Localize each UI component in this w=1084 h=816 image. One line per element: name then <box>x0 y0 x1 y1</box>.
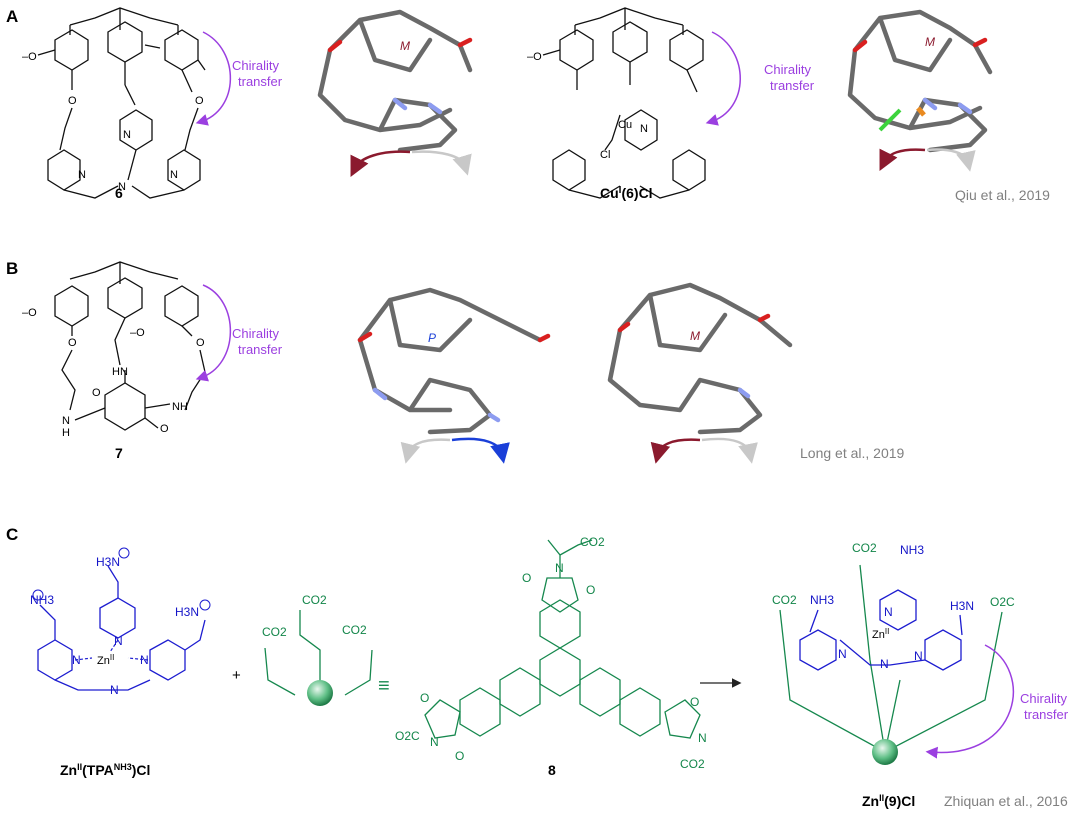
o-atom: O <box>522 571 531 585</box>
n-atom: N <box>110 683 119 697</box>
n-atom: N <box>698 731 707 745</box>
o-atom: O <box>68 337 77 349</box>
chirality-label: transfer <box>238 342 283 357</box>
h3n-label: H3N <box>96 555 120 569</box>
n-atom: N <box>914 649 923 663</box>
cu-atom: Cu <box>618 119 632 131</box>
o-atom: O <box>92 387 101 399</box>
co2-label: CO2 <box>680 757 705 771</box>
n-atom: N <box>884 605 893 619</box>
nh3-label: NH3 <box>810 593 834 607</box>
co2-label: CO2 <box>262 625 287 639</box>
n-atom: N <box>78 169 86 181</box>
zn-atom: ZnII <box>872 627 889 642</box>
structure-cu6cl: –O N Cu Cl <box>527 7 706 199</box>
chirality-label: transfer <box>238 74 283 89</box>
helix-m-label: M <box>690 329 700 343</box>
chirality-label: Chirality <box>764 62 811 77</box>
nh-atom: NH <box>172 401 188 413</box>
citation-zhiquan: Zhiquan et al., 2016 <box>944 793 1068 809</box>
panel-b-label: B <box>6 259 18 278</box>
o2c-label: O2C <box>990 595 1015 609</box>
chirality-label: Chirality <box>232 326 279 341</box>
co2-label: CO2 <box>852 541 877 555</box>
helix-m-label: M <box>400 39 410 53</box>
crystal-structure-a1: M <box>317 9 473 153</box>
compound-7-label: 7 <box>115 445 123 461</box>
n-atom: N <box>555 561 564 575</box>
compound-8-label: 8 <box>548 762 556 778</box>
o-atom: O <box>690 695 699 709</box>
n-atom: N <box>838 647 847 661</box>
methoxy-label: –O <box>130 327 145 339</box>
h3n-label: H3N <box>175 605 199 619</box>
co2-label: CO2 <box>772 593 797 607</box>
panel-c: C NH3 H3N H3N N N N N ZnII ZnII(TPANH3)C… <box>6 525 1069 809</box>
o-atom: O <box>420 691 429 705</box>
n-atom: N <box>123 129 131 141</box>
co2-label: CO2 <box>580 535 605 549</box>
panel-a-label: A <box>6 7 18 26</box>
panel-b: B –O –O O O HN N H NH O O Chirality tran… <box>6 259 905 464</box>
structure-6: –O O O N N N N <box>22 7 206 199</box>
crystal-structure-b2: M <box>607 282 793 435</box>
panel-a: A –O O O N N N N Chirality transfer 6 <box>6 7 1050 203</box>
nh-atom: HN <box>112 366 128 378</box>
chirality-label: Chirality <box>1020 691 1067 706</box>
chirality-label: transfer <box>1024 707 1069 722</box>
scaffold-ball: CO2 CO2 CO2 <box>262 593 373 706</box>
equivalence-sign: ≡ <box>378 675 390 697</box>
o-atom: O <box>455 749 464 763</box>
zn-atom: ZnII <box>97 653 114 668</box>
nh-atom: N <box>62 415 70 427</box>
citation-long: Long et al., 2019 <box>800 445 905 461</box>
compound-6-label: 6 <box>115 185 123 201</box>
helix-m-label: M <box>925 35 935 49</box>
crystal-structure-a2: M <box>847 9 993 153</box>
compound-cu6cl-label: CuI(6)Cl <box>600 185 653 202</box>
structure-8: N O O CO2 O N O2C O O N CO2 <box>395 535 707 771</box>
structure-zn9cl: N N N N ZnII NH3 NH3 H3N CO2 CO2 O2C <box>772 541 1015 765</box>
nh3-label: NH3 <box>900 543 924 557</box>
panel-c-label: C <box>6 525 18 544</box>
n-atom: N <box>170 169 178 181</box>
n-atom: N <box>140 653 149 667</box>
n-atom: N <box>72 653 81 667</box>
co2-label: CO2 <box>302 593 327 607</box>
methoxy-label: –O <box>22 51 37 63</box>
citation-qiu: Qiu et al., 2019 <box>955 187 1050 203</box>
n-atom: N <box>880 657 889 671</box>
crystal-structure-b1: P <box>357 287 551 435</box>
n-atom: N <box>640 123 648 135</box>
o-atom: O <box>196 337 205 349</box>
n-atom: N <box>114 634 123 648</box>
structure-zn-tpa: NH3 H3N H3N N N N N ZnII <box>30 547 211 697</box>
methoxy-label: –O <box>22 307 37 319</box>
o2c-label: O2C <box>395 729 420 743</box>
o-atom: O <box>68 95 77 107</box>
cl-atom: Cl <box>600 149 610 161</box>
chirality-label: transfer <box>770 78 815 93</box>
methoxy-label: –O <box>527 51 542 63</box>
o-atom: O <box>195 95 204 107</box>
o-atom: O <box>160 423 169 435</box>
plus-sign: + <box>232 667 241 684</box>
nh3-label: NH3 <box>30 593 54 607</box>
compound-zn9cl-label: ZnII(9)Cl <box>862 793 915 809</box>
o-atom: O <box>586 583 595 597</box>
compound-zn-tpa-label: ZnII(TPANH3)Cl <box>60 762 150 778</box>
helix-p-label: P <box>428 331 436 345</box>
n-atom: N <box>118 181 126 193</box>
h3n-label: H3N <box>950 599 974 613</box>
co2-label: CO2 <box>342 623 367 637</box>
h-atom: H <box>62 427 70 439</box>
structure-7: –O –O O O HN N H NH O O <box>22 261 206 439</box>
n-atom: N <box>430 735 439 749</box>
chirality-label: Chirality <box>232 58 279 73</box>
